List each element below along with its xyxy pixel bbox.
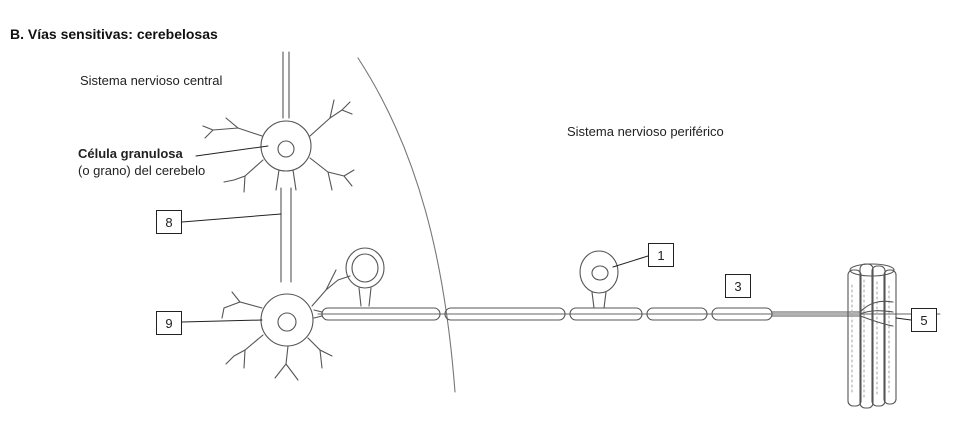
granule-cell-lower xyxy=(221,269,351,381)
callout-box-5: 5 xyxy=(911,308,937,332)
figure-title: B. Vías sensitivas: cerebelosas xyxy=(10,26,218,42)
ganglion-cell-1 xyxy=(579,250,619,309)
myelinated-fiber xyxy=(317,307,941,321)
leader-lines xyxy=(181,145,912,323)
cns-pns-boundary xyxy=(357,57,456,393)
connecting-axon xyxy=(280,187,292,283)
callout-box-9: 9 xyxy=(156,311,182,335)
cell-label-bold: Célula granulosa xyxy=(78,146,183,161)
cell-label-sub: (o grano) del cerebelo xyxy=(78,163,206,178)
muscle-bundle xyxy=(847,263,897,409)
region-label-peripheral: Sistema nervioso periférico xyxy=(567,124,724,139)
ganglion-cell-left xyxy=(345,247,385,307)
region-label-central: Sistema nervioso central xyxy=(80,73,223,88)
callout-box-1: 1 xyxy=(648,243,674,267)
callout-box-3: 3 xyxy=(725,274,751,298)
granule-cell-upper xyxy=(202,51,355,193)
callout-box-8: 8 xyxy=(156,210,182,234)
